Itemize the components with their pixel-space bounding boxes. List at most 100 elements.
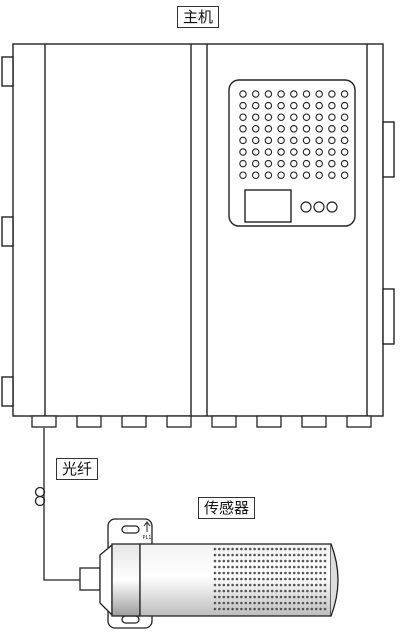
vent-hole [306,607,309,611]
vent-hole [270,595,274,599]
speaker-hole [340,101,349,110]
vent-hole [275,571,278,575]
speaker-hole [302,113,311,121]
speaker-hole [264,125,273,133]
vent-hole [231,595,234,599]
speaker-hole [239,159,247,168]
vent-hole [218,577,221,581]
vent-hole [253,595,256,599]
vent-hole [218,607,221,611]
host-cabinet [1,43,395,417]
fiber-cable [34,428,80,581]
vent-hole [222,565,226,569]
vent-hole [231,547,234,551]
display-screen [244,189,292,223]
vent-hole [235,565,239,569]
vent-hole [235,577,239,581]
vent-hole [257,559,261,563]
panel-button [313,201,325,213]
speaker-hole [251,171,260,179]
vent-hole [244,571,248,575]
vent-hole [323,553,327,557]
vent-hole [257,577,261,581]
vent-hole [270,601,274,605]
vent-hole [319,583,322,587]
vent-hole [226,589,230,593]
speaker-hole [315,125,323,133]
speaker-hole [340,136,349,145]
vent-hole [231,559,234,563]
host-label: 主机 [177,6,220,28]
vent-hole [244,595,248,599]
vent-hole [275,589,278,593]
vent-hole [310,601,314,605]
vent-hole [235,553,239,557]
vent-hole [240,607,243,611]
vent-hole [284,559,287,563]
vent-hole [218,559,221,563]
speaker-hole [290,159,298,168]
speaker-hole [264,171,273,179]
sensor-label: 传感器 [198,497,256,519]
vent-hole [323,601,327,605]
vent-hole [222,583,226,587]
speaker-hole [264,90,273,98]
vent-hole [275,553,278,557]
vent-hole [323,595,327,599]
vent-hole [231,565,234,569]
left-latch [1,56,14,87]
vent-hole [279,595,283,599]
vent-hole [319,553,322,557]
speaker-hole [264,148,273,156]
vent-hole [226,595,230,599]
vent-hole [248,553,252,557]
vent-hole [222,607,226,611]
vent-hole [301,595,305,599]
vent-hole [244,577,248,581]
vent-hole [314,577,318,581]
speaker-hole [302,125,311,133]
speaker-hole [239,113,247,121]
vent-hole [310,607,314,611]
vent-hole [262,595,265,599]
vent-hole [297,547,300,551]
vent-hole [275,607,278,611]
vent-hole [257,571,261,575]
speaker-hole [315,101,323,110]
vent-hole [222,559,226,563]
speaker-hole [264,113,273,121]
vent-hole [275,559,278,563]
speaker-hole [277,101,285,110]
vent-hole [306,595,309,599]
vent-hole [253,547,256,551]
vent-hole [262,553,265,557]
vent-hole [301,547,305,551]
speaker-hole [277,159,285,168]
speaker-hole [239,101,247,110]
vent-hole [266,559,270,563]
vent-hole [240,577,243,581]
vent-hole [288,607,292,611]
vent-hole [306,553,309,557]
vent-hole [240,553,243,557]
vent-hole [314,607,318,611]
vent-hole [266,583,270,587]
vent-hole [288,595,292,599]
vent-hole [301,577,305,581]
speaker-hole [328,101,336,110]
vent-hole [297,583,300,587]
vent-hole [319,547,322,551]
vent-hole [226,553,230,557]
vent-hole [257,607,261,611]
left-latch [1,376,14,407]
vent-hole [323,571,327,575]
vent-hole [301,559,305,563]
vent-hole [288,577,292,581]
cable-port [121,415,147,428]
vent-hole [257,553,261,557]
vent-hole [306,559,309,563]
speaker-hole [277,171,285,179]
vent-hole [231,601,234,605]
vent-hole [253,571,256,575]
